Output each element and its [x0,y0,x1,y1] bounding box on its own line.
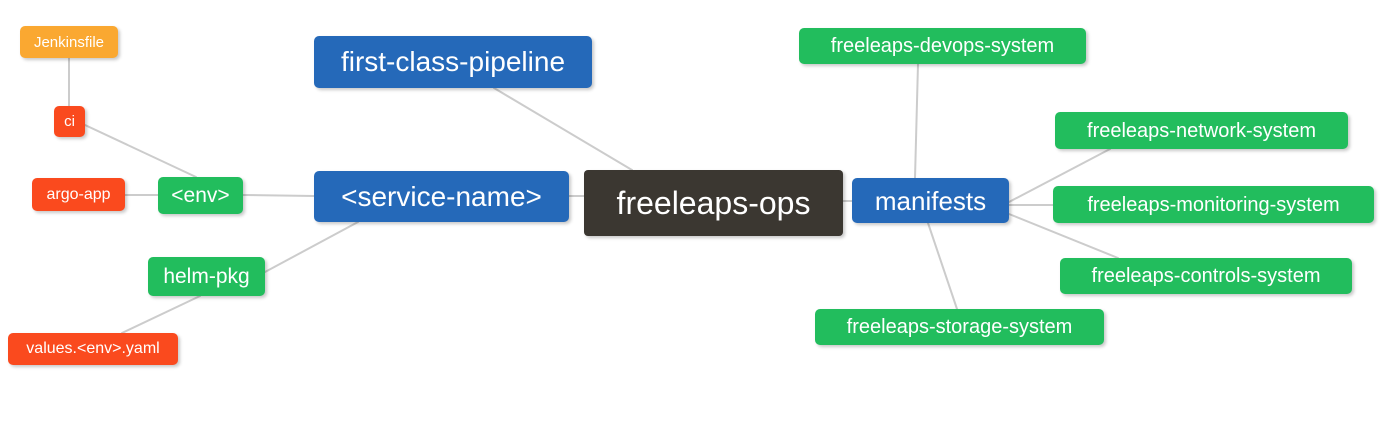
node-freeleaps-network-system[interactable]: freeleaps-network-system [1055,112,1348,149]
node-label: manifests [874,185,987,216]
node-label: <env> [171,184,230,207]
node-ci[interactable]: ci [54,106,85,137]
node-label: helm-pkg [163,265,250,288]
node-freeleaps-monitoring-system[interactable]: freeleaps-monitoring-system [1053,186,1374,223]
node-label: freeleaps-network-system [1087,119,1316,142]
node-env[interactable]: <env> [158,177,243,214]
node-label: ci [64,113,75,130]
node-label: values.<env>.yaml [26,340,160,357]
node-freeleaps-ops[interactable]: freeleaps-ops [584,170,843,236]
node-label: first-class-pipeline [340,46,566,77]
node-label: argo-app [46,185,111,203]
node-freeleaps-devops-system[interactable]: freeleaps-devops-system [799,28,1086,64]
node-label: Jenkinsfile [33,33,105,51]
node-values-env-yaml[interactable]: values.<env>.yaml [8,333,178,365]
edge-manifests-to-freeleaps-storage-system [927,222,958,310]
edge-first-class-pipeline-to-freeleaps-ops [493,87,633,171]
node-service-name[interactable]: <service-name> [314,171,569,222]
node-manifests[interactable]: manifests [852,178,1009,223]
node-helm-pkg[interactable]: helm-pkg [148,257,265,296]
edge-helm-pkg-to-values-env-yaml [121,295,201,334]
edge-env-to-service-name [242,194,315,197]
node-freeleaps-storage-system[interactable]: freeleaps-storage-system [815,309,1104,345]
edge-ci-to-env [84,124,197,178]
node-label: freeleaps-ops [616,185,811,221]
node-argo-app[interactable]: argo-app [32,178,125,211]
node-jenkinsfile[interactable]: Jenkinsfile [20,26,118,58]
node-label: freeleaps-monitoring-system [1087,193,1340,216]
node-label: freeleaps-devops-system [830,35,1055,57]
edge-manifests-to-freeleaps-devops-system [914,63,919,179]
edge-service-name-to-helm-pkg [264,221,359,273]
node-label: freeleaps-controls-system [1091,265,1321,287]
node-freeleaps-controls-system[interactable]: freeleaps-controls-system [1060,258,1352,294]
node-first-class-pipeline[interactable]: first-class-pipeline [314,36,592,88]
node-label: freeleaps-storage-system [846,316,1073,338]
node-label: <service-name> [341,180,542,212]
